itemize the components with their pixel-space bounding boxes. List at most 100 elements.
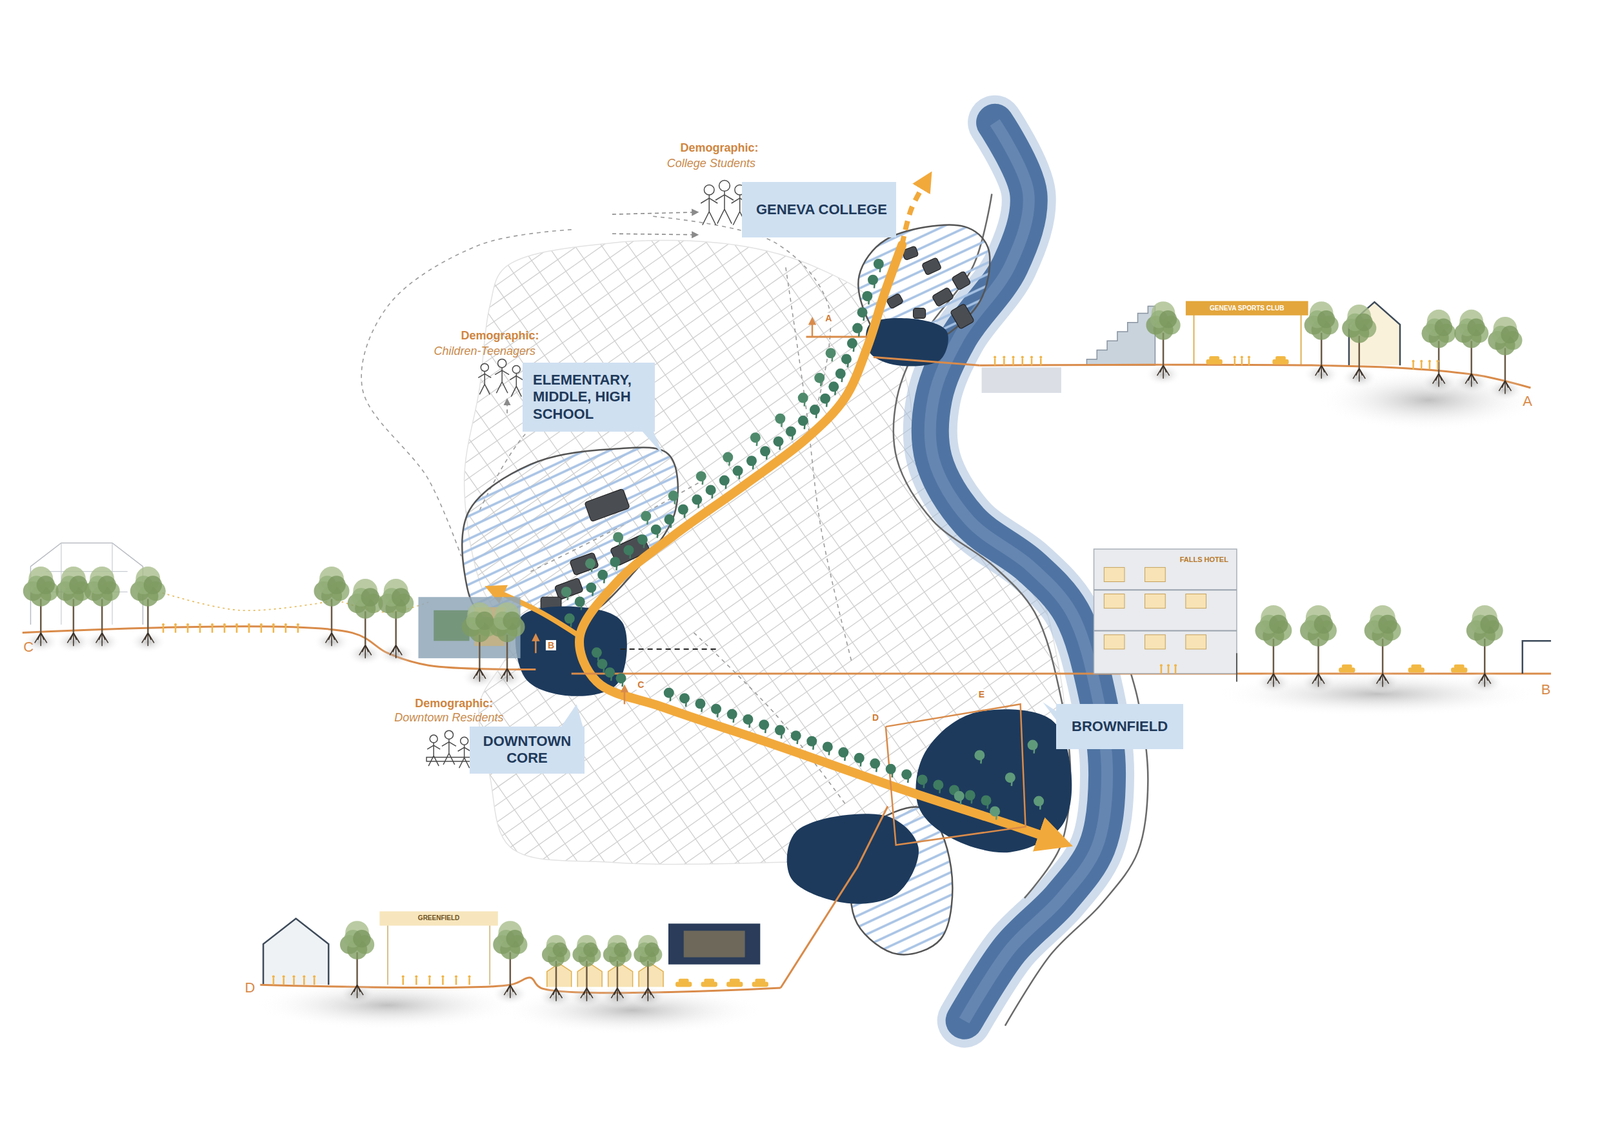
building-footprint [913,308,926,319]
car-figure [754,978,766,983]
person-body [260,625,263,633]
mural-wall [418,596,520,659]
sign-text: GREENFIELD [418,914,460,923]
street-line [0,0,960,1135]
person-head [186,623,190,626]
person-body [468,978,471,986]
tree-foliage [1480,614,1499,634]
person-body [427,742,440,766]
tree-root [501,668,508,679]
demographic-group: Downtown Residents [394,710,504,725]
site-label-box: DOWNTOWN CORE [469,726,585,774]
street-line [0,0,1579,871]
person-body [494,367,510,394]
person-body [1248,358,1251,366]
street-line [67,559,1600,1135]
tree-symbol [604,667,615,681]
tree-root [580,987,587,999]
street-line [1145,0,1600,978]
street-line [0,0,978,1135]
hatched-zones [461,225,990,955]
tree-crown [585,558,596,569]
tree-root [70,632,74,640]
tree-symbol [785,426,797,440]
section-tree [83,566,121,653]
cut-dash [620,648,720,650]
person-head [703,184,715,195]
tree-symbol [901,769,912,783]
street-line [140,0,1600,1135]
tree-crown [750,432,761,443]
street-line [0,0,1600,964]
tree-root [1484,673,1491,684]
sign-post [1193,314,1195,366]
tree-symbol [585,582,597,597]
tree-root [1352,368,1359,379]
tree-root [1163,365,1167,373]
soil-shadow [313,630,351,653]
tree-root [1359,368,1366,379]
street-line [10,478,1600,1135]
tree-symbol [694,698,706,713]
tree-symbol [798,392,809,407]
tree-root [396,645,400,653]
tree-symbol [954,790,965,805]
tree-crown [722,452,733,463]
tree-crown [1033,796,1044,807]
street-line [0,338,1600,1135]
person-figure [428,975,431,986]
tree-symbol [814,372,825,387]
tree-symbol [679,692,690,707]
tree-root [1379,673,1383,681]
person-head [441,975,444,979]
person-body [1160,666,1163,674]
street-line [0,187,582,1135]
tree-crown [561,586,572,597]
tree-root [1273,673,1277,681]
street-line [570,0,1600,1135]
tree-crown [623,545,634,556]
tree-crown [760,445,771,457]
tree-root [1438,373,1442,381]
tree-root [1382,673,1386,681]
tree-symbol [564,613,575,628]
callout-pointers [559,420,1062,730]
street-line [0,0,1600,1022]
street-line [103,0,1600,1135]
tree-root [510,984,514,992]
street-line [0,0,924,1135]
street-line [0,199,564,1135]
table-sketch [426,757,472,762]
street-line [930,0,1600,1129]
tree-root [1157,365,1164,376]
street-line [1092,0,1600,1016]
street-line [319,0,1600,1135]
tree-root [396,645,402,656]
tree-crown [785,426,797,437]
tree-root [1498,380,1505,391]
person-body [441,978,444,986]
soil-shadow [1486,378,1524,402]
person-head [302,975,306,979]
tree-symbol [965,789,976,804]
tree-foliage [361,587,380,606]
person-body [1420,362,1423,370]
street-line [0,0,1514,778]
tree-foliage [143,575,162,594]
tree-root [1273,673,1280,684]
street-line [1020,0,1600,1066]
street-line [0,175,1600,1135]
tree-root [647,987,654,999]
section-tree [1145,301,1182,386]
person-head [174,623,177,626]
street-line [876,0,1600,1135]
sign-banner [1185,301,1309,316]
person-figure [1167,663,1170,674]
street-line [0,98,708,1135]
street-line [0,0,1140,1135]
tree-crown [974,749,985,760]
demographic-heading: Demographic: [680,141,759,155]
person-body [1241,358,1244,366]
tree-crown [774,725,786,736]
